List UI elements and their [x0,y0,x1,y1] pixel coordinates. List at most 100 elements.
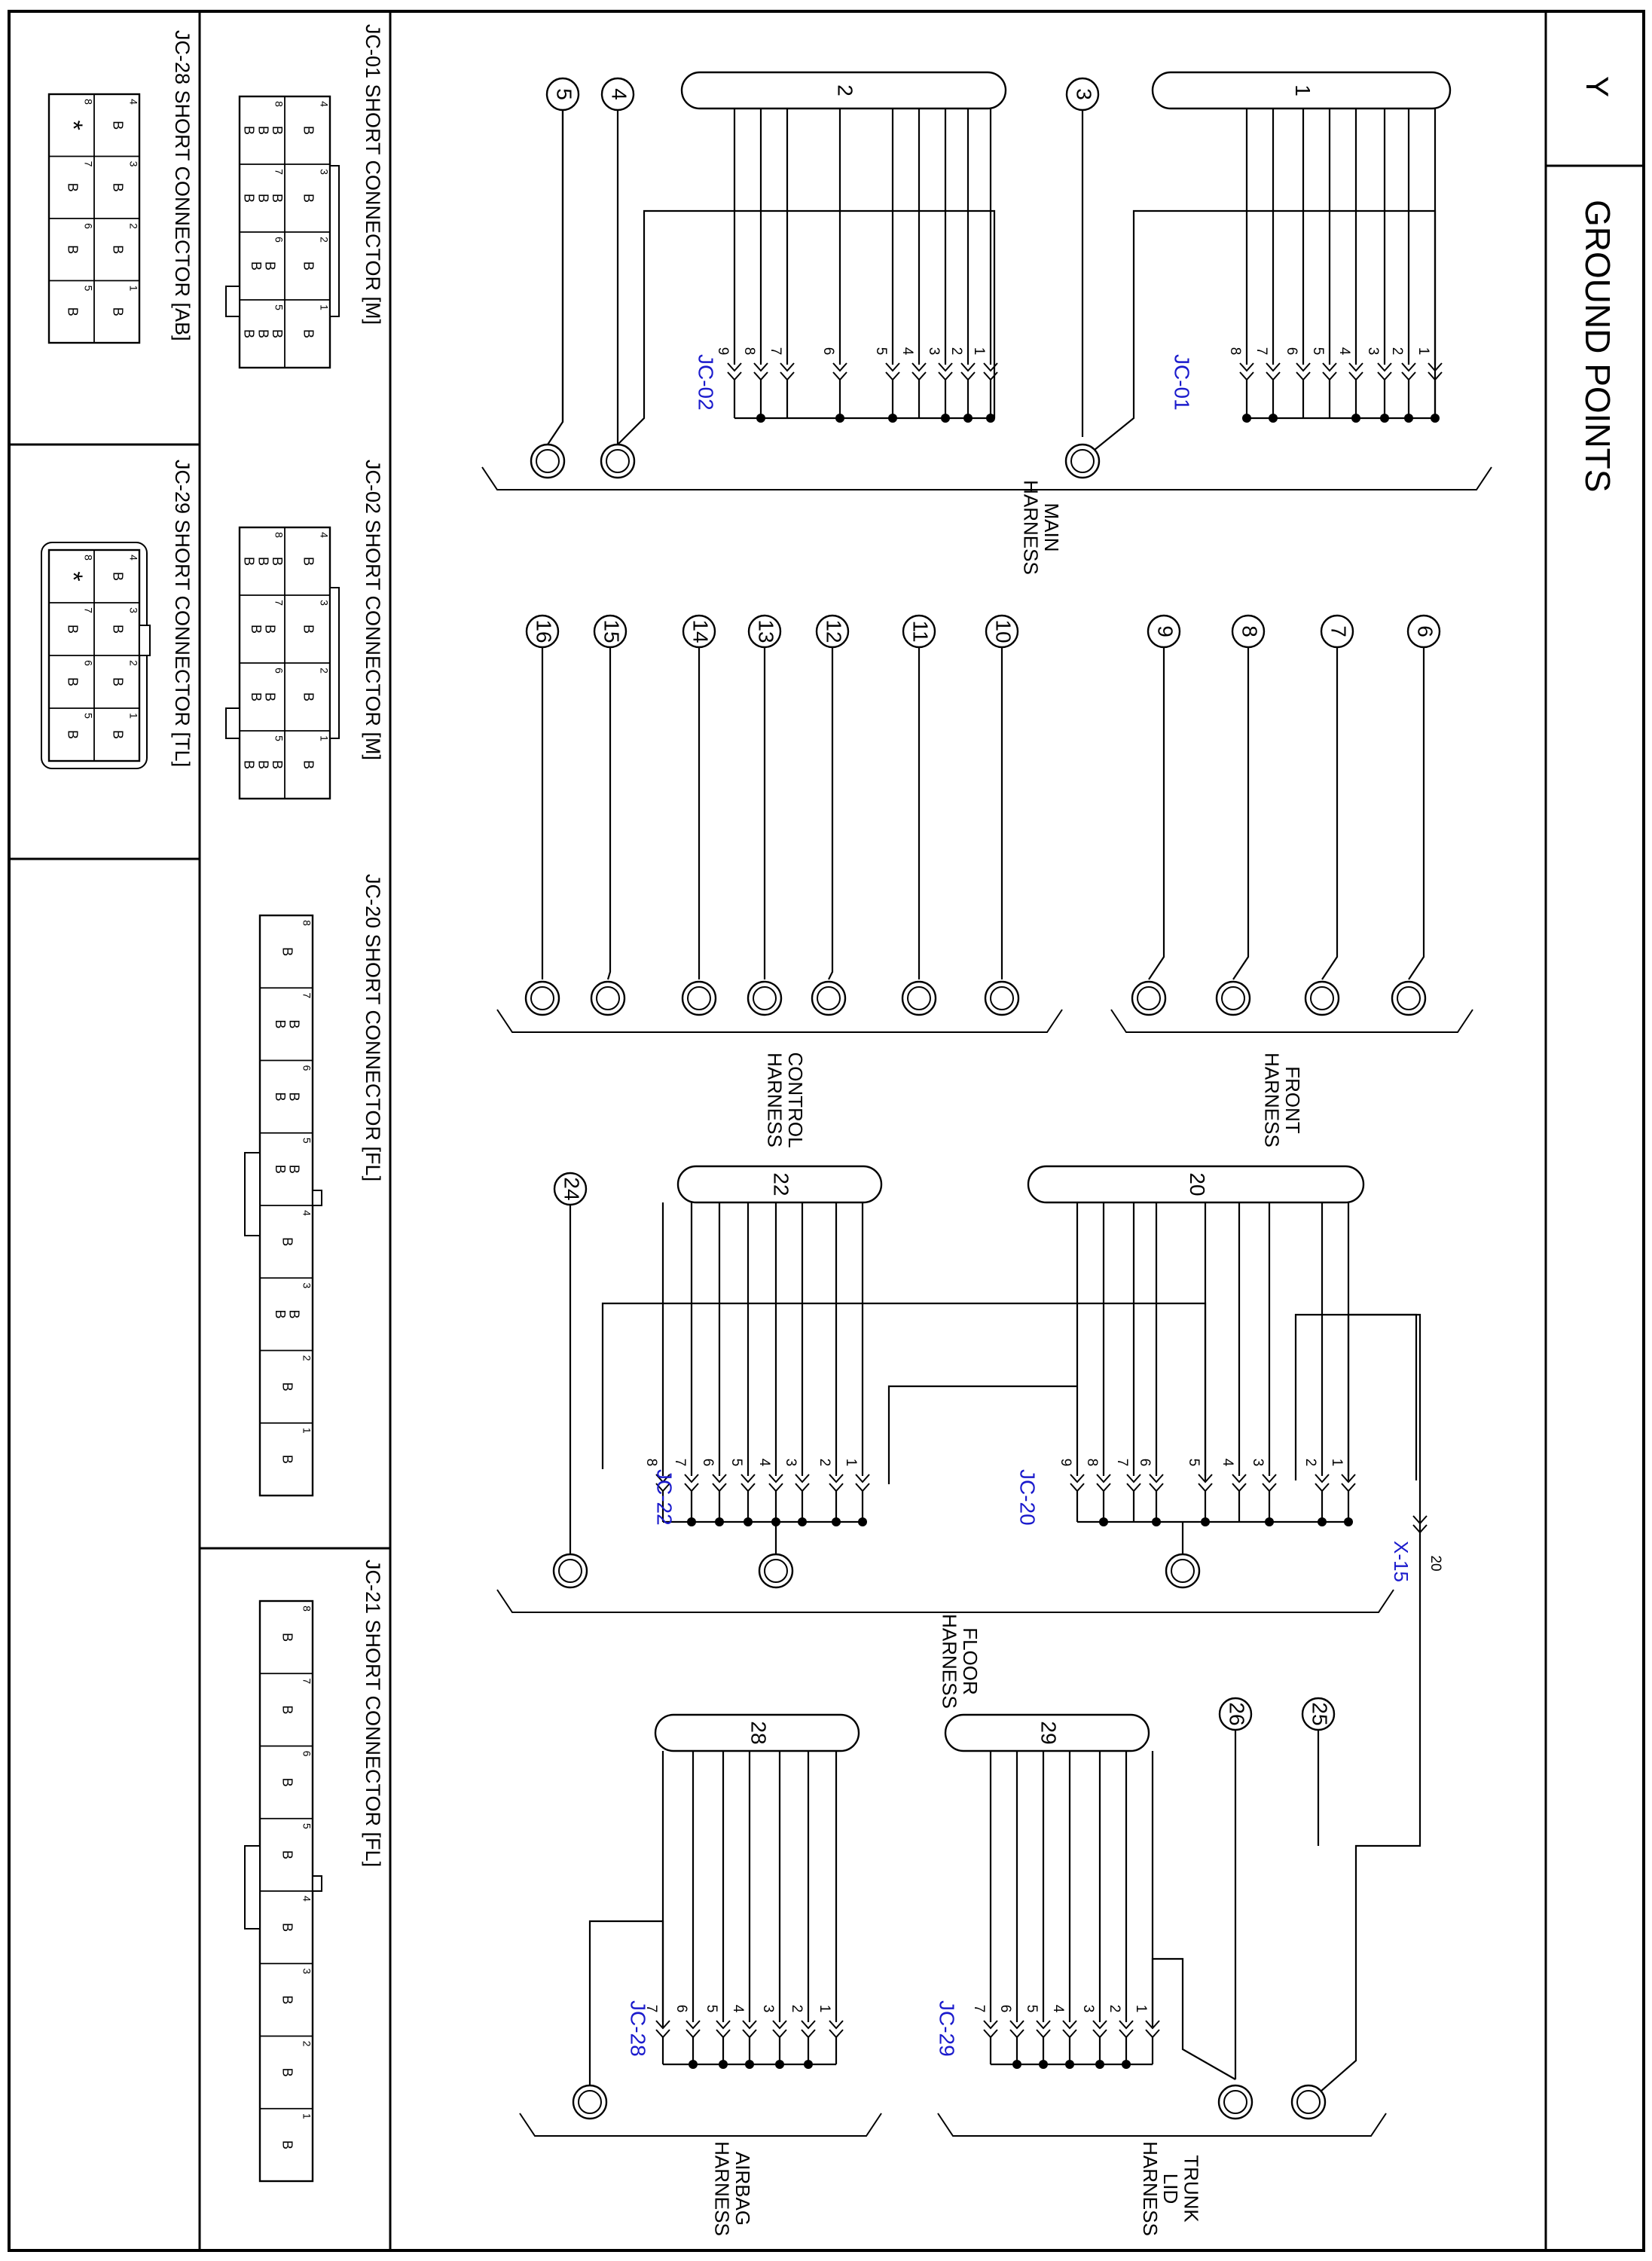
connector-pin-icon [1348,362,1363,372]
ground-icon [1223,2090,1247,2114]
connector-pin-icon [1070,1474,1085,1493]
connector-pin-icon [1092,2020,1107,2039]
connector-pin-icon [1239,362,1254,372]
connector-pin-icon [1341,1474,1356,1483]
ground-point-label: 6 [1414,625,1437,637]
connector-latch [244,1845,261,1929]
harness-label: FLOOR [959,1627,982,1695]
ground-point-label: 3 [1073,88,1096,100]
connector-pin-icon [1092,2029,1107,2039]
ground-point-label: 16 [533,619,556,643]
pin-number: 8 [643,1459,659,1467]
connector-pin-icon [753,362,768,381]
ground-point-circle [545,77,580,112]
connector-pin-icon [832,362,847,381]
pin-cell-label: B [279,2068,295,2077]
harness-label: AIRBAG [731,2152,754,2226]
pin-cell-label: B [279,1850,295,1859]
pin-number: 2 [1389,347,1405,356]
pin-cell-label: B [110,625,125,634]
pin-number: 3 [127,161,139,167]
pin-number: 1 [318,304,330,310]
pin-number: 7 [672,1459,688,1467]
connector-pin-icon [1149,1474,1164,1493]
pin-cell-label: B [263,625,278,634]
ground-point-circle [682,614,716,649]
connector-pin-icon [1296,362,1311,381]
ground-point-label: 7 [1327,625,1351,637]
pin-number: 8 [301,1606,313,1612]
pin-cell-label: B [65,183,80,192]
pin-cell-label: B [301,261,316,270]
connector-pin-icon [655,2029,670,2039]
pin-cell-label: B [270,126,285,135]
pin-number: 4 [127,555,139,561]
pin-number: 5 [301,1823,313,1829]
ground-point-circle [525,614,560,649]
ground-point-label: 11 [909,620,933,642]
connector-pin-icon [1126,1474,1141,1493]
connector-pin-icon [772,2020,787,2030]
pin-cell-label: B [301,760,316,769]
connector-pin-icon [885,362,900,372]
pin-number: 4 [1220,1459,1235,1467]
pin-cell-label: B [273,1092,288,1101]
splice-label: JC-02 [695,354,718,411]
ground-point-circle [902,614,936,649]
connector-pin-icon [960,362,976,372]
ground-icon [524,980,560,1016]
wire [1294,1313,1418,1480]
pin-cell-label: BBB [241,329,285,338]
connector-pin-icon [740,1474,756,1493]
ground-point-label: 25 [1308,1702,1332,1725]
wire [606,648,612,980]
pin-number: 3 [301,1968,313,1974]
wire [588,1920,664,2102]
connector-pin-icon [801,2029,816,2039]
pin-number: 8 [741,347,757,356]
pin-number: 9 [1058,1459,1073,1467]
pin-number: 7 [301,1678,313,1684]
pin-cell-label: B [110,677,125,686]
pin-number: 4 [318,532,330,538]
connector-latch [312,1875,322,1892]
connector-pin-icon [1348,362,1363,381]
connector-pin-icon [1315,1483,1330,1493]
pin-cell-label: B [249,625,264,634]
ground-icon [1310,986,1334,1010]
pin-number: 1 [971,347,987,356]
connector-pin-icon [832,362,847,372]
ground-point-circle [1231,614,1266,649]
ground-point-circle [593,614,628,649]
pin-number: 5 [1310,347,1326,356]
connector-pin-icon [983,2020,998,2030]
pin-cell-label: B [110,307,125,316]
connector-pin-icon [772,2029,787,2039]
connector-pin-icon [1412,1524,1428,1534]
connector-pin-icon [712,1483,727,1493]
wire [519,2113,882,2137]
splice-label: JC-20 [1016,1469,1040,1526]
ground-icon [747,980,783,1016]
connector-latch [139,625,151,656]
pin-cell-label: B [279,1383,295,1392]
pin-cell-label: B [263,692,278,701]
ground-point-label: 14 [689,619,713,643]
ground-point-number: 24 [553,1172,588,1206]
pin-number: 5 [301,1138,313,1144]
ground-icon [1070,449,1095,473]
connector-pin-icon [829,2029,844,2039]
wire [1232,648,1250,980]
connector-pin-icon [1315,1474,1330,1493]
connector-pin-icon [960,362,976,381]
ground-icon [558,1559,582,1583]
ground-point-circle [1147,614,1181,649]
wire [828,648,834,980]
connector-pin-icon [855,1474,870,1483]
splice-label: JC-22 [653,1469,676,1526]
pin-number: 6 [1284,347,1299,356]
pin-cell-label: B [270,329,285,338]
connector-pin-icon [768,1483,783,1493]
ground-point-number: 15 [593,614,628,649]
